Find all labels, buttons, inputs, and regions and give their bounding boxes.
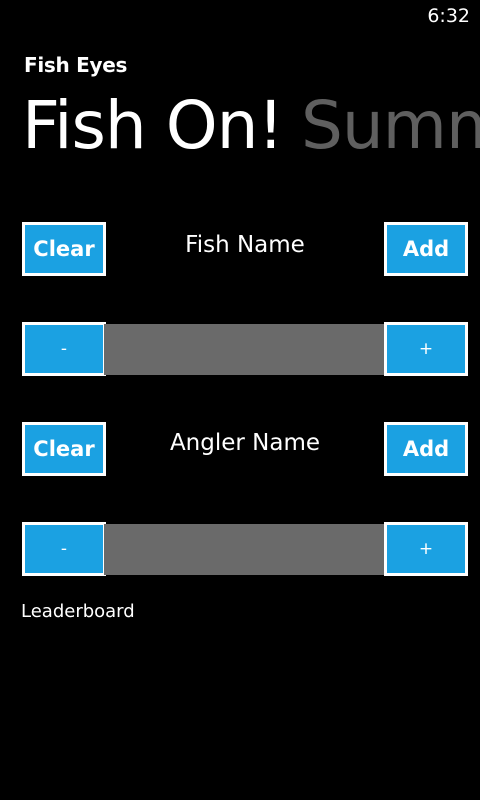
app-title: Fish Eyes [24,53,128,77]
leaderboard-label: Leaderboard [21,601,135,622]
angler-increment-button[interactable]: + [384,522,468,576]
fish-name-label: Fish Name [185,232,305,258]
fish-clear-button[interactable]: Clear [22,222,106,276]
angler-add-button[interactable]: Add [384,422,468,476]
angler-slider-track[interactable] [104,524,386,575]
fish-add-button[interactable]: Add [384,222,468,276]
fish-increment-button[interactable]: + [384,322,468,376]
pivot-tab-fish-on[interactable]: Fish On! [22,87,284,164]
fish-decrement-button[interactable]: - [22,322,106,376]
pivot-headers: Fish On!Summ [22,86,480,166]
pivot-tab-summary[interactable]: Summ [300,87,480,164]
status-time: 6:32 [427,5,470,27]
angler-clear-button[interactable]: Clear [22,422,106,476]
angler-name-label: Angler Name [169,430,321,456]
fish-slider-track[interactable] [104,324,386,375]
angler-decrement-button[interactable]: - [22,522,106,576]
